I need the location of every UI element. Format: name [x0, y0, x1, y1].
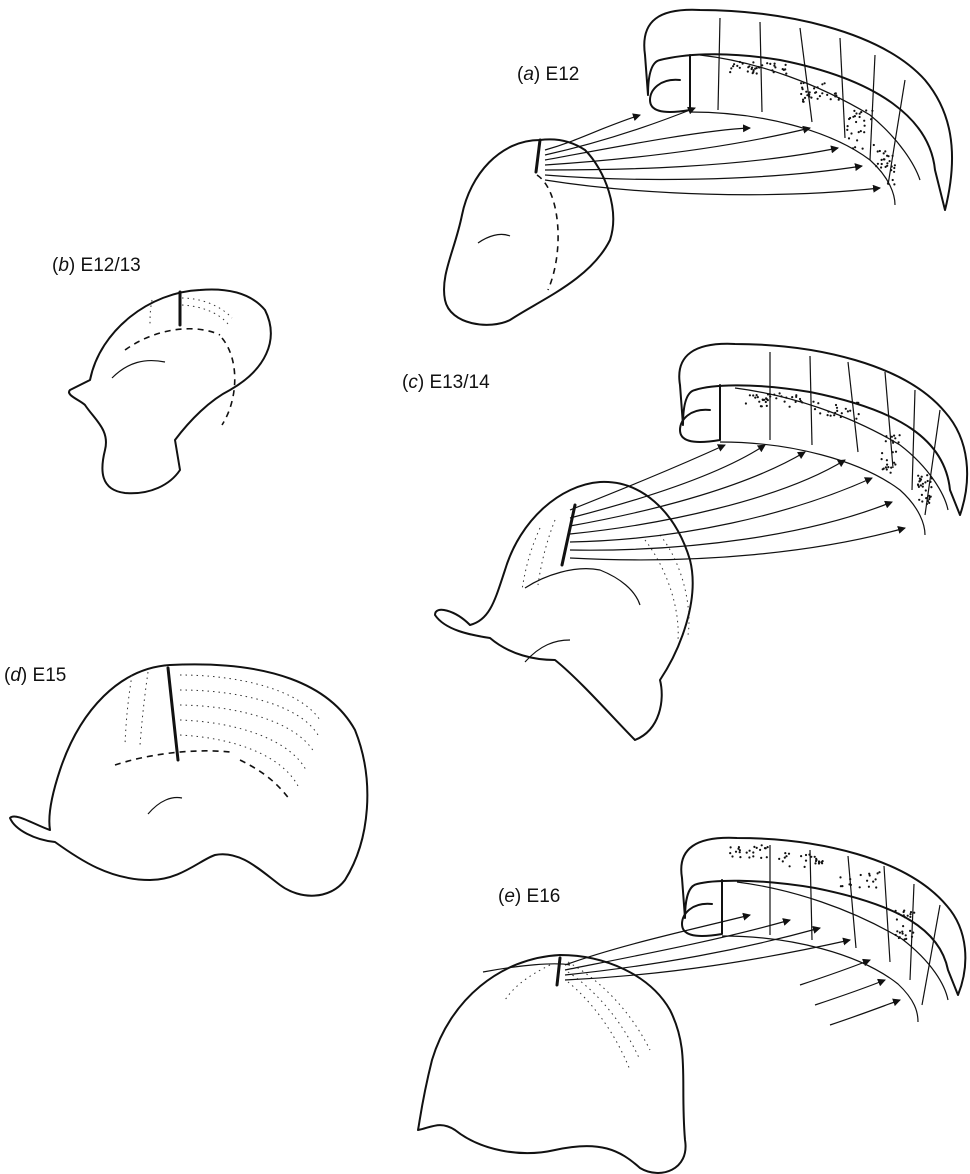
panel-d-eye-outline — [10, 664, 367, 895]
panel-b — [69, 290, 271, 494]
panel-a-letter: a — [523, 64, 534, 85]
panel-c-arrows — [570, 445, 905, 560]
panel-a-arrows — [545, 108, 880, 195]
panel-a-eye-outline — [444, 139, 613, 325]
panel-a-stipple — [729, 61, 896, 186]
panel-c-target-section — [679, 344, 967, 535]
panel-e-stage: E16 — [527, 886, 561, 907]
panel-c-label: (c) E13/14 — [402, 372, 490, 394]
panel-b-letter: b — [58, 255, 69, 276]
panel-e-label: (e) E16 — [498, 886, 560, 908]
panel-a-dashed-boundary — [537, 175, 558, 290]
panel-e-eye-outline — [418, 955, 686, 1173]
panel-b-stage: E12/13 — [81, 255, 141, 276]
panel-d — [10, 664, 367, 895]
panel-a — [444, 10, 952, 325]
panel-c-bold-boundary — [562, 505, 575, 565]
panel-c-stage: E13/14 — [429, 372, 489, 393]
panel-e-bold-boundary — [557, 958, 560, 985]
panel-a-bold-boundary — [536, 140, 540, 172]
panel-b-eye-outline — [69, 290, 271, 494]
panel-c-eye-outline — [435, 482, 693, 740]
panel-a-label: (a) E12 — [517, 64, 579, 86]
panel-a-stage: E12 — [546, 64, 580, 85]
panel-e-target-section — [681, 838, 965, 1022]
panel-d-letter: d — [10, 665, 21, 686]
panel-c — [435, 344, 967, 740]
panel-d-bold-boundary — [168, 668, 178, 760]
panel-e-letter: e — [504, 886, 515, 907]
panel-c-letter: c — [408, 372, 418, 393]
panel-d-label: (d) E15 — [4, 665, 66, 687]
panel-d-stage: E15 — [33, 665, 67, 686]
panel-e-arrows — [565, 915, 900, 1025]
panel-d-dotted-lines — [125, 672, 320, 786]
panel-b-label: (b) E12/13 — [52, 255, 141, 277]
